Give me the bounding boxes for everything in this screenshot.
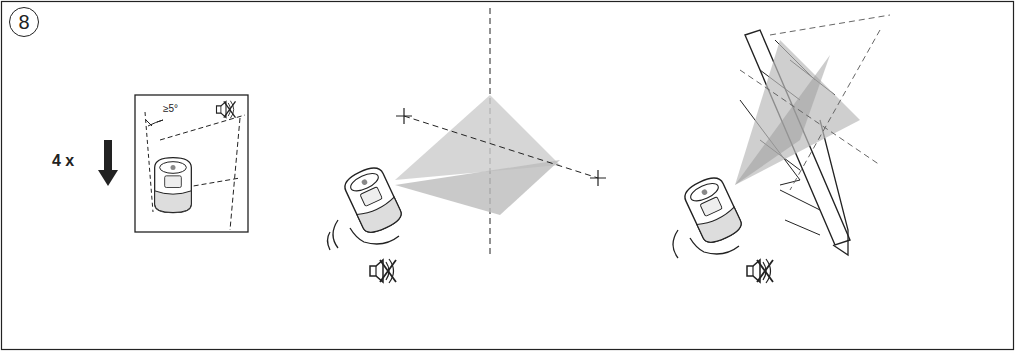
- angle-label: ≥5°: [163, 103, 178, 114]
- down-arrow: [98, 140, 118, 186]
- callout-number: 8: [18, 11, 29, 34]
- callout-circle: 8: [9, 7, 39, 37]
- test-scene-1: [328, 8, 607, 283]
- test-scene-2: [673, 15, 890, 283]
- inset: [135, 95, 248, 232]
- count-label: 4 x: [52, 152, 74, 170]
